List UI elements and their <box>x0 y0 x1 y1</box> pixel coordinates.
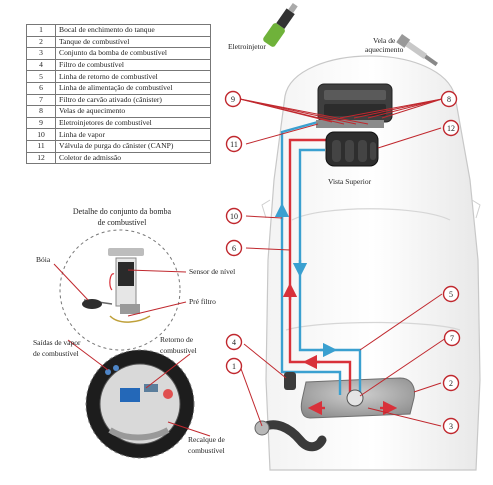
glow-plug-image <box>396 34 438 67</box>
engine-block <box>316 83 393 128</box>
callout-8: 8 <box>440 90 458 108</box>
callout-number: 7 <box>450 334 454 343</box>
callout-number: 11 <box>230 140 238 149</box>
detail-dashed-circle <box>59 229 181 351</box>
callout-7: 7 <box>443 329 461 347</box>
callout-1: 1 <box>225 357 243 375</box>
top-view-label: Vista Superior <box>328 177 372 186</box>
injector-label: Eletroinjetor <box>228 42 266 51</box>
discharge-label-1: Recalque de <box>188 435 226 444</box>
legend-label: Conjunto da bomba de combustível <box>55 47 211 60</box>
glow-plug-label-2: aquecimento <box>365 45 404 54</box>
legend-label: Tanque de combustível <box>55 35 211 49</box>
filler-neck <box>257 420 327 452</box>
legend-label: Linha de vapor <box>55 128 211 141</box>
callout-9: 9 <box>224 90 242 108</box>
callout-12: 12 <box>442 119 460 137</box>
vapor-outlets-label-2: de combustível <box>33 349 79 358</box>
detail-leaders <box>53 263 211 437</box>
callout-10: 10 <box>225 207 243 225</box>
callout-5: 5 <box>442 285 460 303</box>
pump-assembly-image <box>82 248 151 323</box>
callout-number: 3 <box>449 422 453 431</box>
glow-plug-label-1: Vela de <box>373 36 396 45</box>
legend-number: 1 <box>26 24 56 37</box>
callout-number: 1 <box>232 362 236 371</box>
return-label-1: Retorno de <box>160 335 194 344</box>
vapor-line <box>280 120 342 395</box>
boia-label: Bóia <box>36 255 51 264</box>
detail-title-1: Detalhe do conjunto da bomba <box>73 207 172 216</box>
legend-number: 2 <box>26 35 56 49</box>
callout-number: 4 <box>232 338 236 347</box>
callout-number: 5 <box>449 290 453 299</box>
detail-title-2: de combustível <box>98 218 147 227</box>
vapor-outlets-label-1: Saídas de vapor <box>33 338 81 347</box>
leader-lines <box>239 98 447 427</box>
callout-4: 4 <box>225 333 243 351</box>
callout-number: 8 <box>447 95 451 104</box>
pre-filter-label: Pré filtro <box>189 297 216 306</box>
return-line <box>298 148 362 395</box>
pump-photo-circle <box>85 349 195 459</box>
injector-image <box>263 2 298 47</box>
intake-manifold <box>325 131 379 167</box>
callout-number: 10 <box>230 212 238 221</box>
sensor-label: Sensor de nível <box>189 267 235 276</box>
pump-module <box>346 389 364 407</box>
callout-number: 2 <box>449 379 453 388</box>
callout-number: 12 <box>447 124 455 133</box>
legend-label: Válvula de purga do cânister (CANP) <box>55 139 211 153</box>
fuel-lines <box>274 120 398 416</box>
feed-line <box>288 138 352 395</box>
fuel-filter <box>284 372 296 390</box>
callout-6: 6 <box>225 239 243 257</box>
return-label-2: combustível <box>160 346 197 355</box>
callout-2: 2 <box>442 374 460 392</box>
callout-number: 9 <box>231 95 235 104</box>
car-outline <box>261 55 481 471</box>
callout-11: 11 <box>225 135 243 153</box>
legend-label: Coletor de admissão <box>55 151 211 165</box>
discharge-label-2: combustível <box>188 446 225 455</box>
callout-3: 3 <box>442 417 460 435</box>
legend-label: Bocal de enchimento do tanque <box>55 24 211 37</box>
callout-number: 6 <box>232 244 236 253</box>
